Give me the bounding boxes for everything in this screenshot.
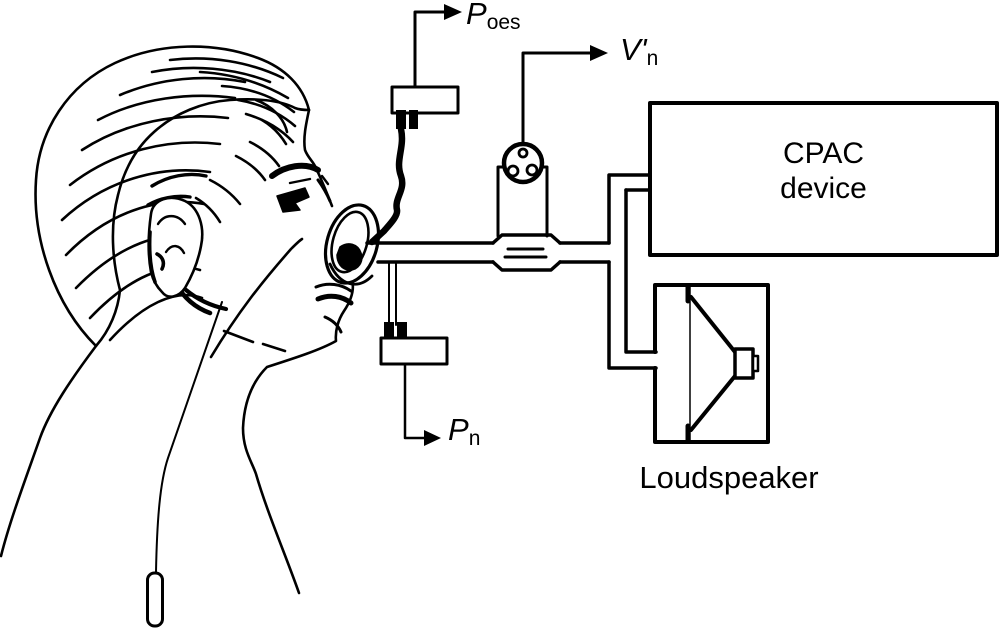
loudspeaker-label: Loudspeaker (639, 460, 819, 495)
cpac-device-box (648, 101, 999, 257)
flow-label: V'n (620, 32, 658, 70)
hair (34, 45, 311, 348)
vn-arrow-line (521, 51, 592, 144)
eye (269, 162, 321, 213)
nasal-mask (323, 203, 381, 286)
speaker-cone-bottom (689, 374, 737, 432)
pn-transducer (379, 262, 449, 446)
speaker-cone-top (689, 295, 737, 354)
pneumotachograph (491, 233, 562, 272)
pn-symbol: P (448, 412, 469, 447)
pn-arrow-line (403, 362, 426, 440)
face-profile (0, 108, 355, 595)
cpac-device-label: CPAC device (650, 136, 997, 206)
flow-connector (496, 45, 608, 238)
cpac-device-label-line2: device (780, 172, 867, 205)
ear (147, 196, 204, 298)
poes-arrowhead (444, 4, 462, 20)
poes-symbol: P (466, 0, 487, 31)
esophageal-catheter (146, 301, 223, 628)
pn-arrowhead (424, 430, 441, 446)
poes-label: Poes (466, 0, 521, 34)
poes-catheter (368, 125, 406, 246)
pn-label: Pn (448, 412, 480, 450)
poes-transducer (390, 4, 462, 129)
pn-subscript: n (468, 427, 481, 450)
poes-subscript: oes (486, 11, 521, 34)
subject-head-profile (0, 45, 381, 628)
poes-arrow-line (413, 10, 446, 89)
vn-arrowhead (590, 45, 608, 61)
loudspeaker-enclosure (653, 283, 770, 444)
speaker-magnet (733, 347, 755, 380)
main-airway-tube (365, 241, 611, 264)
cpac-connection-tube (607, 173, 658, 370)
nostril-connection (336, 243, 363, 271)
catheter-balloon-capsule (146, 571, 164, 628)
cpac-device-label-line1: CPAC (782, 137, 865, 170)
flow-symbol: V' (620, 32, 647, 67)
flow-subscript: n (646, 47, 659, 70)
